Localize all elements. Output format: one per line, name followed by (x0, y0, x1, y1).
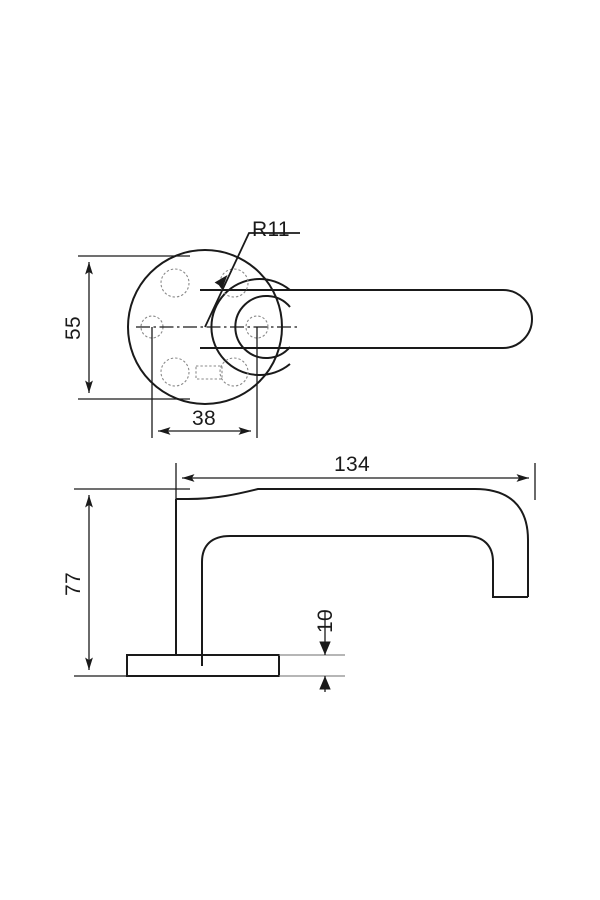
lever-outer-profile (176, 488, 529, 597)
r11-leader (204, 232, 300, 328)
dim-label-134: 134 (334, 453, 370, 476)
hidden-slot-bottom-center (195, 365, 223, 380)
hidden-hole-bottom-left (160, 357, 190, 387)
dim-38-group (151, 327, 258, 438)
dim-134-group (175, 463, 536, 500)
dim-label-55: 55 (62, 316, 85, 340)
hidden-hole-bottom-right (219, 357, 249, 387)
hidden-hole-top-left (160, 268, 190, 298)
dim-label-r11: R11 (252, 218, 290, 241)
hidden-hole-top-right (219, 268, 249, 298)
dim-label-10: 10 (314, 609, 337, 633)
lever-inner-profile (201, 535, 528, 666)
dim-10-arrow-bottom (319, 676, 331, 690)
side-view-group: 134 77 10 (62, 453, 536, 692)
dim-10-group (279, 612, 345, 692)
dim-label-38: 38 (192, 407, 216, 430)
dim-label-77: 77 (62, 572, 85, 596)
dim-77-group (74, 488, 190, 677)
hidden-hole-mid-right (245, 315, 269, 339)
dim-10-arrow-top (319, 641, 331, 655)
dim-55-group (78, 255, 190, 400)
r11-leader-arrowhead (214, 275, 228, 290)
top-view-group: R11 55 38 (62, 218, 533, 438)
lever-bar-plan (200, 289, 533, 349)
